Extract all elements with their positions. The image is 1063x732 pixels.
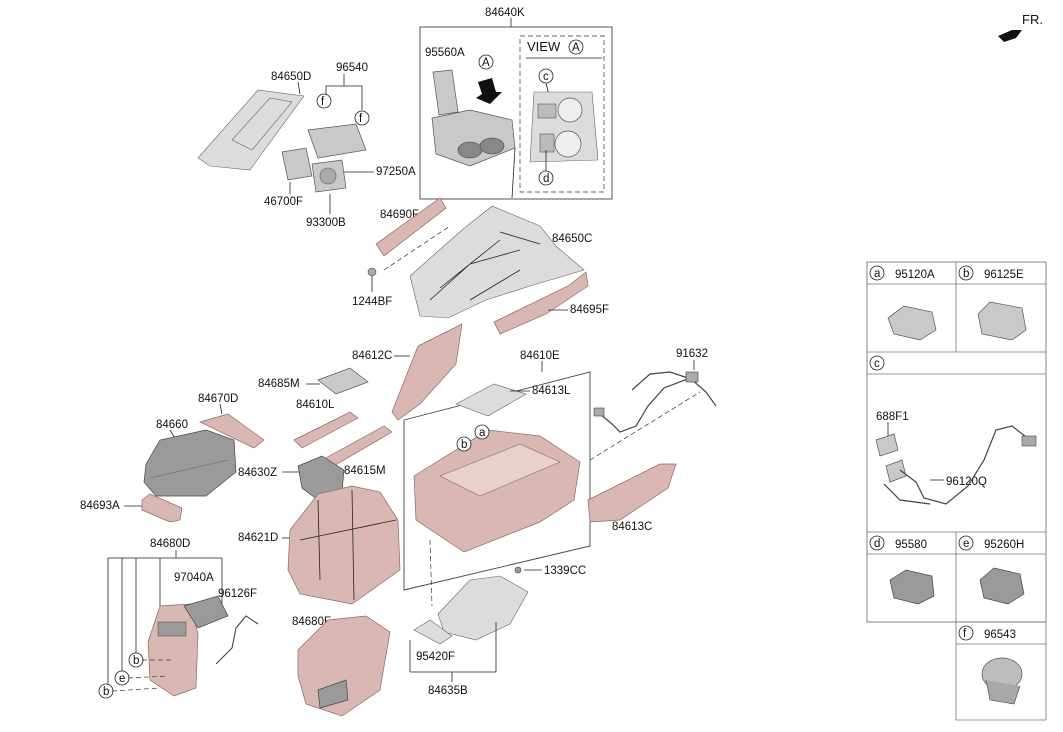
callout-97250A: 97250A — [376, 166, 416, 178]
part-84670D — [199, 413, 265, 449]
legend-letter-e: e — [963, 538, 969, 550]
callout-96126F: 96126F — [218, 588, 257, 600]
callout-84680D: 84680D — [150, 538, 190, 550]
callout-84693A: 84693A — [80, 500, 120, 512]
part-84635B — [437, 575, 529, 641]
part-84613L — [455, 383, 527, 417]
callout-84640K: 84640K — [485, 7, 525, 19]
callout-84680F: 84680F — [292, 616, 331, 628]
legend-image-a — [887, 305, 937, 341]
callout-84650C: 84650C — [552, 233, 592, 245]
legend-letter-b: b — [963, 268, 969, 280]
letter-d-view: d — [543, 173, 549, 185]
callout-1244BF: 1244BF — [352, 296, 392, 308]
part-84660-armrest — [143, 429, 237, 497]
callout-84613C: 84613C — [612, 521, 652, 533]
callout-84610E: 84610E — [520, 350, 560, 362]
callout-84650D: 84650D — [271, 71, 311, 83]
callout-1339CC: 1339CC — [544, 565, 586, 577]
letter-b-console: b — [461, 439, 467, 451]
callout-95420F: 95420F — [416, 651, 455, 663]
callout-91632: 91632 — [676, 348, 708, 360]
callout-93300B: 93300B — [306, 217, 346, 229]
part-46700F — [281, 147, 313, 181]
legend-part-c-2: 96120Q — [946, 476, 987, 488]
part-84610E-console — [413, 429, 581, 553]
callout-84621D: 84621D — [238, 532, 278, 544]
part-84690F — [375, 197, 447, 257]
callout-97040A: 97040A — [174, 572, 214, 584]
legend-part-b: 96125E — [984, 269, 1024, 281]
callout-84660: 84660 — [156, 419, 188, 431]
legend-image-d — [889, 569, 935, 605]
part-95560A — [432, 69, 459, 116]
callout-46700F: 46700F — [264, 196, 303, 208]
view-a-frame — [519, 35, 605, 193]
arrow-marker: A — [482, 57, 490, 69]
front-direction-arrow-icon — [998, 30, 1022, 42]
part-97040A-vent — [183, 595, 229, 629]
callout-84690F: 84690F — [380, 209, 419, 221]
callout-95560A: 95560A — [425, 47, 465, 59]
part-96540 — [307, 123, 367, 159]
callout-84615M: 84615M — [344, 465, 386, 477]
legend-part-e: 95260H — [984, 539, 1024, 551]
front-direction-label: FR. — [1022, 12, 1043, 27]
view-title: VIEW — [527, 39, 561, 54]
part-95420F — [413, 619, 453, 645]
letter-f-1: f — [321, 96, 325, 108]
letter-b-panel-1: b — [133, 655, 139, 667]
view-marker: A — [572, 42, 580, 54]
callout-84612C: 84612C — [352, 350, 392, 362]
legend-part-f: 96543 — [984, 629, 1016, 641]
part-84621D — [287, 485, 401, 605]
part-84610L — [293, 411, 359, 449]
legend-image-c-switch — [875, 433, 899, 457]
part-84650C — [409, 205, 585, 319]
legend-letter-a: a — [874, 268, 881, 280]
legend-part-a: 95120A — [895, 269, 935, 281]
part-91632-wiring — [599, 377, 717, 433]
letter-b-panel-2: b — [103, 686, 109, 698]
part-84612C — [391, 323, 463, 421]
part-84650D — [197, 89, 305, 171]
callout-84670D: 84670D — [198, 393, 238, 405]
letter-c-view: c — [543, 71, 549, 83]
callout-84685M: 84685M — [258, 378, 300, 390]
callout-96540: 96540 — [336, 62, 368, 74]
legend-image-b — [977, 301, 1027, 341]
part-84615M — [321, 425, 393, 469]
legend-letter-d: d — [874, 538, 880, 550]
part-96126F-cable — [215, 615, 259, 665]
letter-a-console: a — [479, 427, 486, 439]
box-84610E — [403, 371, 591, 591]
letter-e-panel: e — [119, 673, 125, 685]
legend-part-d: 95580 — [895, 539, 927, 551]
callout-84613L: 84613L — [532, 385, 571, 397]
part-84613C — [587, 463, 677, 523]
part-84695F — [493, 271, 589, 335]
callout-84695F: 84695F — [570, 304, 609, 316]
legend-image-c-harness — [899, 425, 1031, 505]
letter-f-2: f — [359, 113, 363, 125]
legend-image-e — [979, 567, 1025, 605]
legend-table — [866, 261, 1047, 721]
callout-84635B: 84635B — [428, 685, 468, 697]
view-arrow-icon — [476, 78, 502, 104]
legend-part-c-1: 688F1 — [876, 411, 909, 423]
part-84693A — [141, 493, 183, 523]
callout-84630Z: 84630Z — [238, 467, 277, 479]
legend-letter-c: c — [874, 358, 880, 370]
box-84640K — [419, 26, 613, 200]
part-84680D-panel — [147, 603, 199, 697]
part-84685M — [317, 367, 369, 395]
legend-letter-f: f — [963, 628, 967, 640]
callout-84610L: 84610L — [296, 399, 335, 411]
